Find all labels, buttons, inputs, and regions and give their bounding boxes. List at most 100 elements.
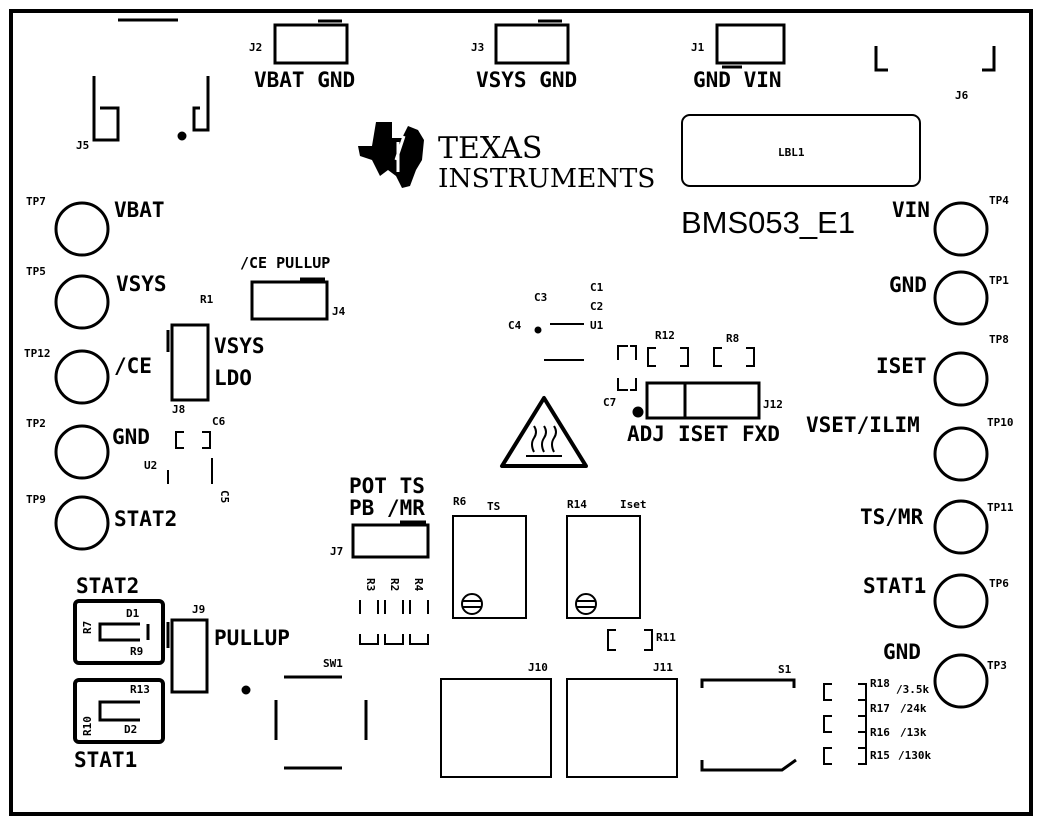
j11-ref: J11 bbox=[653, 661, 673, 674]
j3-header bbox=[494, 19, 570, 65]
tp3-label: GND bbox=[883, 640, 921, 664]
s1-ref: S1 bbox=[778, 663, 792, 676]
tp7-label: VBAT bbox=[114, 198, 165, 222]
j2-label: VBAT GND bbox=[254, 68, 356, 92]
j6-ref: J6 bbox=[955, 89, 969, 102]
tp4-ref: TP4 bbox=[989, 194, 1009, 207]
j4-ref: J4 bbox=[332, 305, 346, 318]
stat2-led-label: STAT2 bbox=[76, 574, 140, 598]
r17-value: /24k bbox=[900, 702, 927, 715]
stat1-led-label: STAT1 bbox=[74, 748, 138, 772]
j5-mount bbox=[92, 18, 210, 142]
d1-ref: D1 bbox=[126, 607, 140, 620]
j10-outline bbox=[440, 678, 552, 778]
r12-outline bbox=[647, 347, 689, 367]
r13-ref: R13 bbox=[130, 683, 150, 696]
r10-ref: R10 bbox=[81, 716, 94, 736]
j8-ref: J8 bbox=[172, 403, 186, 416]
j8-header bbox=[166, 323, 210, 402]
left-testpoint-circles bbox=[54, 201, 110, 551]
right-testpoint-circles bbox=[933, 201, 989, 709]
c7-ref: C7 bbox=[603, 396, 617, 409]
c6-outline bbox=[175, 431, 211, 449]
adj-label: ADJ bbox=[627, 422, 665, 446]
j9-ref: J9 bbox=[192, 603, 206, 616]
r2-ref: R2 bbox=[388, 578, 401, 592]
j1-header bbox=[715, 23, 786, 69]
r16-ref: R16 bbox=[870, 726, 890, 739]
tp9-label: STAT2 bbox=[114, 507, 178, 531]
j12-header bbox=[632, 381, 761, 420]
vsys-ldo-label-2: LDO bbox=[214, 366, 252, 390]
j9-label: PULLUP bbox=[214, 626, 290, 650]
j12-ref: J12 bbox=[763, 398, 783, 411]
r3-ref: R3 bbox=[364, 578, 377, 592]
tp12-ref: TP12 bbox=[24, 347, 51, 360]
ti-logo-icon bbox=[358, 122, 424, 188]
r9-ref: R9 bbox=[130, 645, 144, 658]
d2-ref: D2 bbox=[124, 723, 138, 736]
iset-pot-label: Iset bbox=[620, 498, 647, 511]
logo-text-texas: TEXAS bbox=[438, 131, 543, 166]
tp6-label: STAT1 bbox=[863, 574, 927, 598]
tp10-label: VSET/ILIM bbox=[806, 413, 920, 437]
j1-label: GND VIN bbox=[693, 68, 782, 92]
c7-outline bbox=[617, 345, 637, 391]
c4-ref: C4 bbox=[508, 319, 522, 332]
r3-r2-r4-outline bbox=[359, 600, 429, 645]
c1-ref: C1 bbox=[590, 281, 604, 294]
tp5-ref: TP5 bbox=[26, 265, 46, 278]
sw1-switch bbox=[274, 675, 368, 770]
r14-ref: R14 bbox=[567, 498, 587, 511]
tp11-ref: TP11 bbox=[987, 501, 1014, 514]
j6-outline bbox=[874, 46, 996, 72]
r16-value: /13k bbox=[900, 726, 927, 739]
stat1-led-box bbox=[73, 678, 165, 744]
j2-ref: J2 bbox=[249, 41, 263, 54]
u1-outline bbox=[534, 323, 584, 361]
j7-ref: J7 bbox=[330, 545, 344, 558]
tp3-ref: TP3 bbox=[987, 659, 1007, 672]
c6-ref: C6 bbox=[212, 415, 226, 428]
ts-label: TS bbox=[487, 500, 501, 513]
r6-ref: R6 bbox=[453, 495, 467, 508]
c2-ref: C2 bbox=[590, 300, 604, 313]
u2-ref: U2 bbox=[144, 459, 158, 472]
fxd-label: FXD bbox=[742, 422, 780, 446]
board-id: BMS053_E1 bbox=[681, 205, 856, 240]
c5-ref: C5 bbox=[218, 490, 231, 504]
pot-ts-label: POT TS bbox=[349, 474, 425, 498]
r8-ref: R8 bbox=[726, 332, 740, 345]
tp5-label: VSYS bbox=[116, 272, 167, 296]
label-box bbox=[681, 114, 921, 187]
r8-outline bbox=[713, 347, 755, 367]
tp9-ref: TP9 bbox=[26, 493, 46, 506]
resistor-ladder-outline bbox=[823, 683, 867, 765]
j10-ref: J10 bbox=[528, 661, 548, 674]
tp6-ref: TP6 bbox=[989, 577, 1009, 590]
j7-header bbox=[351, 520, 430, 559]
tp11-label: TS/MR bbox=[860, 505, 924, 529]
label-box-text: LBL1 bbox=[778, 146, 805, 159]
r15-value: /130k bbox=[898, 749, 932, 762]
u1-ref: U1 bbox=[590, 319, 604, 332]
s1-switch bbox=[700, 678, 797, 772]
r11-ref: R11 bbox=[656, 631, 676, 644]
j5-ref: J5 bbox=[76, 139, 90, 152]
r15-ref: R15 bbox=[870, 749, 890, 762]
r14-potentiometer bbox=[566, 515, 641, 619]
hot-surface-warning-icon bbox=[500, 396, 588, 468]
pb-mr-label: PB /MR bbox=[349, 496, 425, 520]
sw1-ref: SW1 bbox=[323, 657, 343, 670]
tp12-label: /CE bbox=[114, 354, 152, 378]
j1-ref: J1 bbox=[691, 41, 705, 54]
r6-potentiometer bbox=[452, 515, 527, 619]
j4-label: /CE PULLUP bbox=[240, 254, 331, 272]
r12-ref: R12 bbox=[655, 329, 675, 342]
iset-label: ISET bbox=[678, 422, 729, 446]
c3-ref: C3 bbox=[534, 291, 548, 304]
tp2-ref: TP2 bbox=[26, 417, 46, 430]
stat2-led-box bbox=[73, 599, 165, 665]
r17-ref: R17 bbox=[870, 702, 890, 715]
tp2-label: GND bbox=[112, 425, 150, 449]
